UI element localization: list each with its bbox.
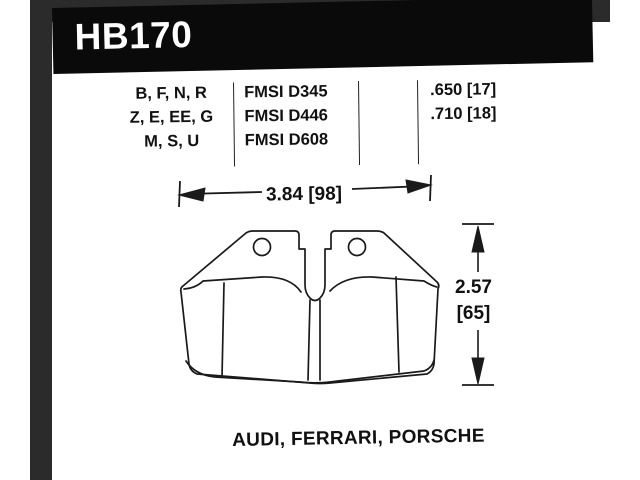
spec-table: B, F, N, R Z, E, EE, G M, S, U FMSI D345…: [112, 76, 633, 174]
title-banner: HB170: [52, 0, 594, 74]
spec-sheet-body: B, F, N, R Z, E, EE, G M, S, U FMSI D345…: [52, 74, 640, 480]
vehicle-makes-caption: AUDI, FERRARI, PORSCHE: [232, 425, 485, 451]
fmsi-number-column: FMSI D345 FMSI D446 FMSI D608: [244, 79, 328, 152]
height-dimension-label: 2.57 [65]: [455, 275, 492, 327]
table-divider: [358, 80, 361, 165]
height-value-mm: [65]: [456, 303, 491, 324]
part-number-title: HB170: [74, 13, 193, 58]
table-divider: [417, 80, 420, 165]
table-divider: [233, 82, 236, 167]
thickness-row: .710 [18]: [430, 104, 497, 124]
thickness-row: .650 [17]: [430, 80, 497, 100]
height-value-inch: 2.57: [455, 277, 492, 298]
fmsi-number-row: FMSI D345: [244, 82, 328, 102]
compound-code-row: B, F, N, R: [135, 83, 207, 103]
thickness-column: .650 [17] .710 [18]: [430, 77, 497, 126]
page-border-left: [30, 0, 52, 480]
width-dimension-label: 3.84 [98]: [261, 183, 347, 207]
compound-code-row: Z, E, EE, G: [129, 107, 214, 127]
fmsi-number-row: FMSI D446: [244, 106, 328, 126]
fmsi-number-row: FMSI D608: [244, 130, 329, 150]
compound-code-column: B, F, N, R Z, E, EE, G M, S, U: [112, 81, 231, 154]
compound-code-row: M, S, U: [144, 131, 200, 151]
